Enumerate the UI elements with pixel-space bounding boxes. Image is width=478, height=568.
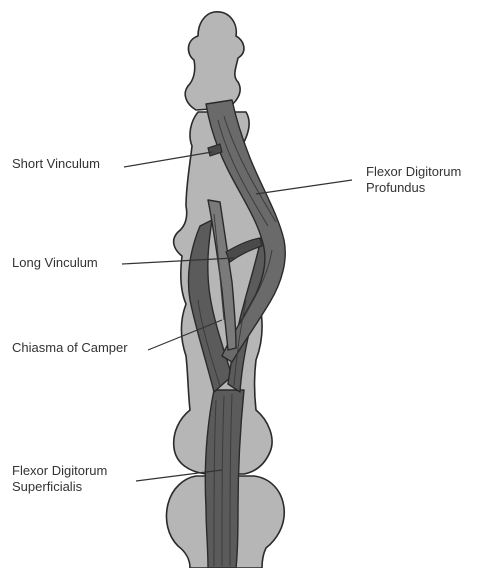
- label-long-vinculum-text: Long Vinculum: [12, 255, 98, 270]
- label-flexor-digitorum-superficialis: Flexor Digitorum Superficialis: [12, 463, 107, 495]
- label-short-vinculum-text: Short Vinculum: [12, 156, 100, 171]
- label-chiasma-text: Chiasma of Camper: [12, 340, 128, 355]
- label-flexor-digitorum-profundus: Flexor Digitorum Profundus: [366, 164, 461, 196]
- label-fdp-line2: Profundus: [366, 180, 461, 196]
- label-short-vinculum: Short Vinculum: [12, 156, 100, 172]
- label-chiasma-of-camper: Chiasma of Camper: [12, 340, 128, 356]
- label-long-vinculum: Long Vinculum: [12, 255, 98, 271]
- distal-phalanx-tip: [185, 12, 244, 110]
- leader-fdp: [256, 180, 352, 194]
- label-fds-line1: Flexor Digitorum: [12, 463, 107, 479]
- label-fdp-line1: Flexor Digitorum: [366, 164, 461, 180]
- label-fds-line2: Superficialis: [12, 479, 107, 495]
- fds-trunk: [205, 390, 244, 568]
